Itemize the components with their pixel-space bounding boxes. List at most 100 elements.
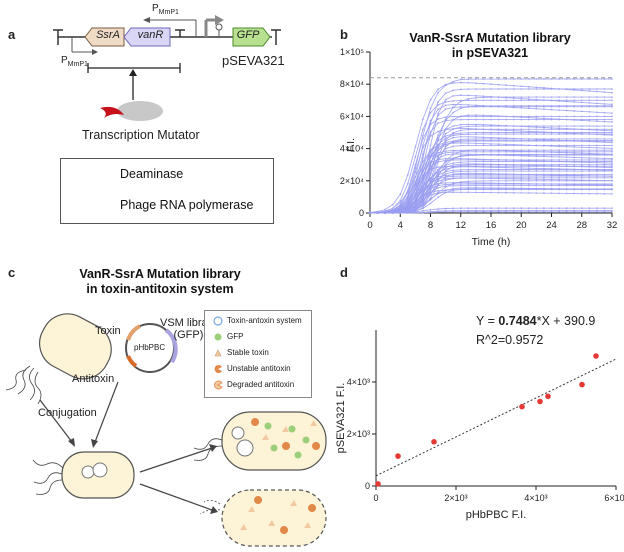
- series-point: [497, 96, 500, 98]
- series-point: [580, 183, 583, 185]
- series-point: [482, 88, 485, 90]
- series-point: [580, 170, 583, 173]
- series-point: [422, 178, 424, 181]
- series-point: [588, 102, 591, 104]
- series-point: [437, 112, 439, 115]
- series-point: [422, 134, 424, 137]
- series-point: [558, 118, 560, 121]
- series-point: [527, 210, 530, 213]
- series-point: [573, 170, 576, 173]
- series-point: [497, 176, 500, 179]
- series-point: [459, 118, 462, 121]
- series-point: [497, 88, 500, 90]
- series-point: [520, 118, 523, 121]
- series-point: [512, 128, 515, 131]
- series-point: [452, 184, 455, 187]
- series-point: [543, 140, 545, 142]
- series-point: [490, 166, 492, 169]
- series-point: [596, 183, 598, 185]
- series-point: [550, 140, 553, 142]
- series-point: [482, 115, 485, 118]
- series-point: [414, 171, 417, 173]
- series-point: [444, 151, 447, 154]
- series-point: [573, 144, 576, 147]
- series-point: [558, 160, 560, 163]
- series-point: [527, 78, 530, 80]
- series-point: [406, 200, 409, 203]
- series-point: [452, 141, 455, 144]
- series-point: [543, 178, 545, 181]
- series-point: [558, 144, 560, 147]
- series-point: [475, 125, 477, 128]
- series-point: [444, 147, 447, 150]
- series-point: [520, 210, 523, 213]
- transcription-mutator-label: Transcription Mutator: [82, 128, 200, 142]
- series-point: [505, 170, 507, 173]
- series-point: [437, 100, 439, 103]
- series-point: [588, 165, 591, 168]
- series-point: [444, 168, 447, 171]
- series-point: [603, 170, 606, 173]
- series-point: [573, 150, 576, 153]
- series-point: [444, 157, 447, 160]
- series-point: [558, 96, 560, 98]
- series-point: [467, 183, 470, 185]
- series-point: [422, 196, 424, 199]
- series-point: [467, 81, 470, 84]
- series-point: [588, 153, 591, 156]
- ring-icon: [213, 316, 223, 326]
- series-point: [527, 133, 530, 135]
- series-point: [459, 181, 462, 184]
- series-point: [596, 184, 598, 187]
- series-point: [437, 192, 439, 194]
- series-point: [565, 153, 568, 156]
- series-point: [512, 88, 515, 90]
- series-point: [558, 176, 560, 179]
- series-point: [596, 173, 598, 176]
- series-point: [543, 210, 545, 213]
- series-point: [543, 207, 545, 210]
- series-point: [512, 78, 515, 80]
- series-point: [505, 176, 507, 179]
- series-point: [467, 170, 470, 173]
- series-point: [475, 78, 477, 80]
- series-point: [573, 104, 576, 107]
- series-point: [527, 176, 530, 179]
- series-point: [490, 188, 492, 191]
- series-point: [467, 165, 470, 168]
- series-point: [550, 150, 553, 153]
- series-point: [497, 210, 500, 213]
- series-point: [482, 133, 485, 135]
- series-point: [611, 147, 613, 150]
- data-point: [593, 353, 599, 359]
- series-point: [527, 149, 530, 152]
- series-point: [490, 131, 492, 134]
- series-point: [459, 103, 462, 106]
- series-point: [588, 159, 591, 161]
- series-point: [512, 84, 515, 87]
- series-point: [611, 88, 613, 90]
- series-point: [573, 125, 576, 127]
- series-point: [573, 176, 576, 179]
- series-point: [543, 155, 545, 158]
- pacman-icon: [214, 365, 222, 373]
- series-point: [444, 133, 447, 135]
- series-point: [437, 158, 439, 161]
- series-point: [611, 179, 613, 182]
- series-point: [603, 150, 606, 153]
- series-point: [437, 134, 439, 137]
- series-point: [558, 115, 560, 118]
- series-point: [475, 191, 477, 194]
- series-point: [535, 78, 538, 80]
- series-point: [505, 150, 507, 153]
- series-point: [452, 171, 455, 173]
- series-point: [414, 196, 417, 199]
- series-point: [475, 131, 477, 134]
- series-point: [543, 115, 545, 118]
- antitoxin-label: Antitoxin: [72, 373, 115, 385]
- series-point: [482, 105, 485, 107]
- series-point: [520, 170, 523, 173]
- series-point: [558, 138, 560, 140]
- series-point: [437, 196, 439, 199]
